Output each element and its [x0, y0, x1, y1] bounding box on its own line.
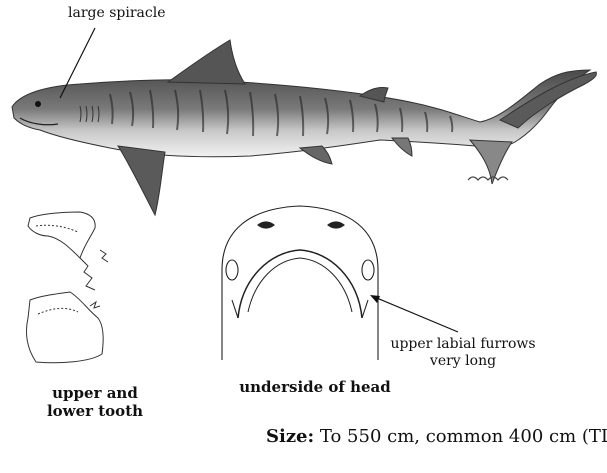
furrows-label-line-2: very long — [383, 353, 543, 370]
teeth-caption-line-2: lower tooth — [30, 402, 160, 420]
furrows-label-line-1: upper labial furrows — [383, 336, 543, 353]
head-underside-illustration — [222, 206, 378, 360]
size-text: To 550 cm, common 400 cm (TL) — [320, 426, 607, 447]
furrows-pointer-arrow — [370, 295, 458, 332]
teeth-caption-line-1: upper and — [30, 384, 160, 402]
furrows-label: upper labial furrows very long — [383, 336, 543, 370]
upper-tooth-illustration — [28, 212, 108, 290]
lower-tooth-illustration — [26, 292, 103, 363]
size-statement: Size: To 550 cm, common 400 cm (TL) — [266, 426, 607, 447]
head-caption: underside of head — [220, 378, 410, 396]
spiracle-label: large spiracle — [68, 5, 165, 22]
artist-signature — [468, 177, 508, 180]
shark-illustration — [12, 28, 596, 215]
size-heading: Size: — [266, 426, 314, 447]
teeth-caption: upper and lower tooth — [30, 384, 160, 420]
